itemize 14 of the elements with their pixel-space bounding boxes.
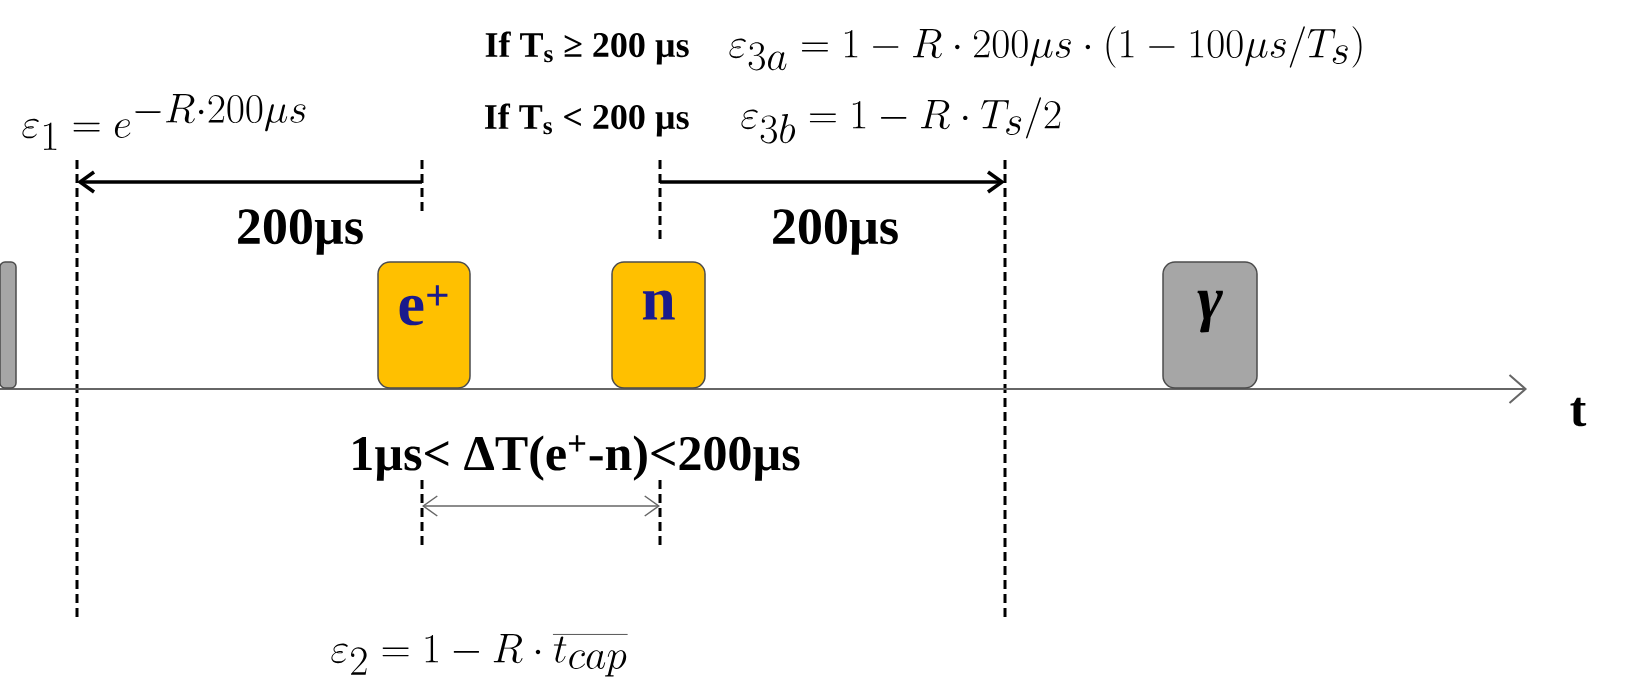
event-box: γ (1162, 261, 1258, 389)
formula: $\varepsilon_{3b} = 1 - R\cdot T_s/2$ (741, 97, 1061, 144)
condition-label: If T$_{s}$ < 200 µs (484, 103, 689, 137)
duration-label: 1µs< ΔT(e$^{+}$-n)<200µs (353, 435, 800, 481)
duration-label: 200µs (238, 209, 363, 255)
duration-label: 200µs (773, 209, 898, 255)
event-box (0, 261, 17, 389)
formula: $\varepsilon_{3a} = 1 - R\cdot 200\mu s\cdot (1 - 100\mu s/T_s)$ (729, 26, 1362, 71)
formula: $\varepsilon_1 = e^{-R\cdot 200\mu s}$ (22, 94, 306, 150)
axis-label: t (1570, 397, 1587, 427)
formula: $\varepsilon_2 = 1 - R\cdot \overline{t_{cap}}$ (331, 634, 628, 677)
event-box: n (611, 261, 706, 389)
condition-label: If T$_{s}$ ≥ 200 µs (485, 31, 689, 65)
event-box: e$^{+}$ (377, 261, 471, 389)
